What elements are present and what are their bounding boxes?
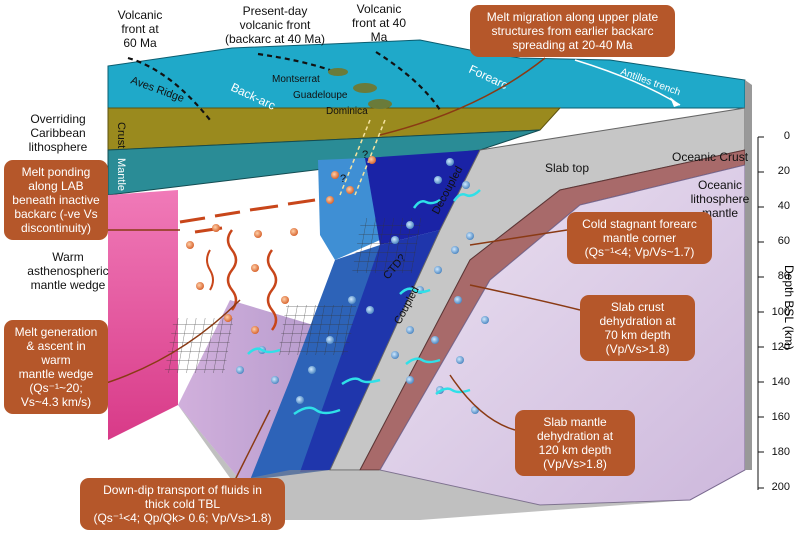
callout-melt-migration: Melt migration along upper plate structu… <box>470 5 675 57</box>
island-montserrat <box>328 68 348 76</box>
grid-forearc <box>351 218 422 273</box>
label-crust: Crust <box>115 122 127 148</box>
volcanic-front-60-line <box>127 56 211 121</box>
label-volcanic-front-40: Volcanic front at 40 Ma <box>351 2 407 44</box>
callout-melt-ponding: Melt ponding along LAB beneath inactive … <box>4 160 108 240</box>
depth-axis-title: Depth BSL (km) <box>782 265 796 350</box>
melt-wiggle-1 <box>226 229 238 311</box>
grid-coupled <box>277 305 357 355</box>
callout-slab-mantle: Slab mantle dehydration at 120 km depth … <box>515 410 635 476</box>
antilles-trench-arrowhead <box>670 97 680 107</box>
depth-tick-label: 140 <box>771 375 790 388</box>
callout-melt-generation: Melt generation & ascent in warm mantle … <box>4 320 108 414</box>
depth-tick-label: 20 <box>777 165 790 178</box>
depth-tick-label: 160 <box>771 410 790 423</box>
label-overriding-lithosphere: Overriding Caribbean lithosphere <box>28 112 88 154</box>
island-dominica <box>368 99 392 109</box>
melt-wiggle-3 <box>206 249 214 291</box>
base-face <box>178 405 690 520</box>
volcanic-front-40-line <box>375 51 441 111</box>
grid-wedge <box>164 318 234 373</box>
pink-side-face <box>108 190 178 440</box>
label-question-2: ? <box>362 149 368 161</box>
fluid-arrows <box>247 189 481 416</box>
label-warm-wedge: Warm asthenospheric mantle wedge <box>27 250 109 292</box>
label-dominica: Dominica <box>326 106 368 117</box>
depth-axis-ticks <box>758 136 764 489</box>
callout-slab-crust: Slab crust dehydration at 70 km depth (V… <box>580 295 695 361</box>
depth-tick-label: 60 <box>777 235 790 248</box>
volcanic-front-present-line <box>257 52 331 72</box>
right-edge-face <box>745 80 752 470</box>
label-slab-top: Slab top <box>545 161 589 175</box>
island-guadeloupe <box>353 83 377 93</box>
label-montserrat: Montserrat <box>272 74 320 85</box>
label-mantle: Mantle <box>115 158 127 191</box>
label-present-day-front: Present-day volcanic front (backarc at 4… <box>224 4 326 46</box>
depth-tick-label: 120 <box>771 340 790 353</box>
depth-tick-label: 180 <box>771 445 790 458</box>
callout-pointers <box>99 57 581 491</box>
label-question-1: ? <box>340 173 346 185</box>
label-guadeloupe: Guadeloupe <box>293 90 348 101</box>
lab-melt-dashes <box>179 198 316 234</box>
depth-tick-label: 200 <box>771 481 790 493</box>
callout-down-dip: Down-dip transport of fluids in thick co… <box>80 478 285 530</box>
depth-tick-label: 0 <box>783 130 790 142</box>
callout-cold-stagnant: Cold stagnant forearc mantle corner (Qs⁻… <box>567 212 712 264</box>
depth-tick-label: 80 <box>777 270 790 283</box>
melt-wiggle-2 <box>266 249 278 331</box>
depth-tick-label: 100 <box>771 305 790 318</box>
label-oceanic-crust: Oceanic Crust <box>672 150 749 164</box>
melt-droplets <box>186 156 376 334</box>
label-volcanic-front-60: Volcanic front at 60 Ma <box>117 8 163 50</box>
depth-tick-label: 40 <box>777 200 790 213</box>
